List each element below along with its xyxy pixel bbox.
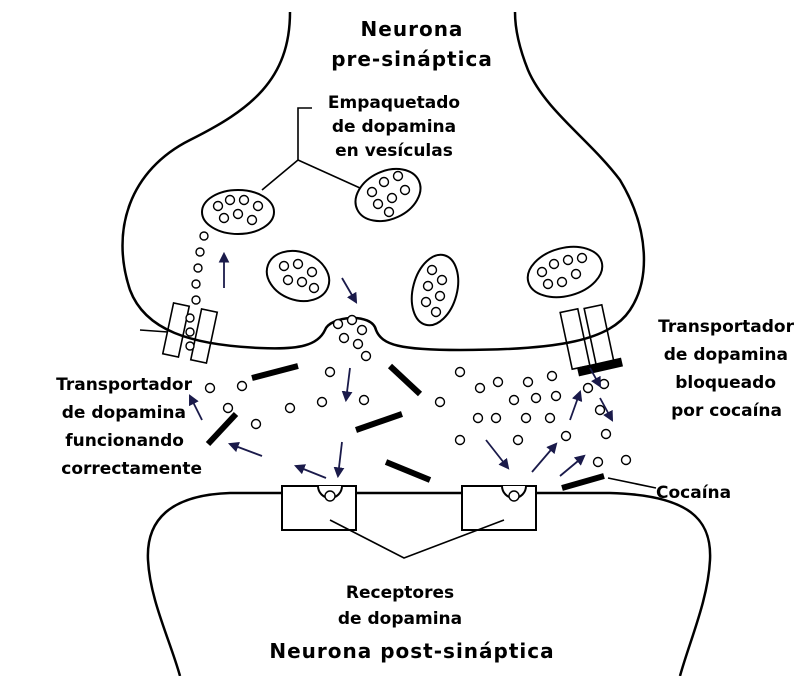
- pre-neuron-label-2: pre-sináptica: [331, 47, 493, 71]
- dopamine-transporter-working: [140, 232, 217, 363]
- cocaine-molecules: [208, 366, 604, 488]
- transporter-blocked-label-3: bloqueado: [675, 373, 776, 393]
- vesicles-label-3: en vesículas: [335, 141, 453, 161]
- dopamine-molecules: [206, 368, 631, 467]
- transporter-blocked-label-1: Transportador: [658, 317, 794, 337]
- transporter-ok-label-3: funcionando: [65, 431, 184, 451]
- dopamine-transporter-blocked: [560, 305, 622, 372]
- vesicles-label-1: Empaquetado: [328, 93, 460, 113]
- vesicle: [202, 190, 274, 234]
- transporter-ok-label-1: Transportador: [56, 375, 192, 395]
- receptors-label-1: Receptores: [346, 583, 454, 603]
- transporter-blocked-label-2: de dopamina: [664, 345, 788, 365]
- transporter-ok-label-2: de dopamina: [62, 403, 186, 423]
- transporter-ok-label-4: correctamente: [61, 459, 202, 479]
- vesicles-label-2: de dopamina: [332, 117, 456, 137]
- dopamine-receptor: [282, 486, 356, 530]
- post-neuron-label: Neurona post-sináptica: [269, 639, 554, 663]
- receptors-label-2: de dopamina: [338, 609, 462, 629]
- vesicle: [522, 239, 608, 305]
- cocaine-label: Cocaína: [656, 483, 731, 503]
- vesicle: [347, 159, 429, 231]
- fusing-vesicle: [334, 316, 371, 361]
- vesicle: [404, 250, 465, 331]
- vesicle: [260, 243, 337, 310]
- transporter-blocked-label-4: por cocaína: [671, 401, 782, 421]
- pre-neuron-label-1: Neurona: [361, 17, 464, 41]
- dopamine-receptor: [462, 486, 536, 530]
